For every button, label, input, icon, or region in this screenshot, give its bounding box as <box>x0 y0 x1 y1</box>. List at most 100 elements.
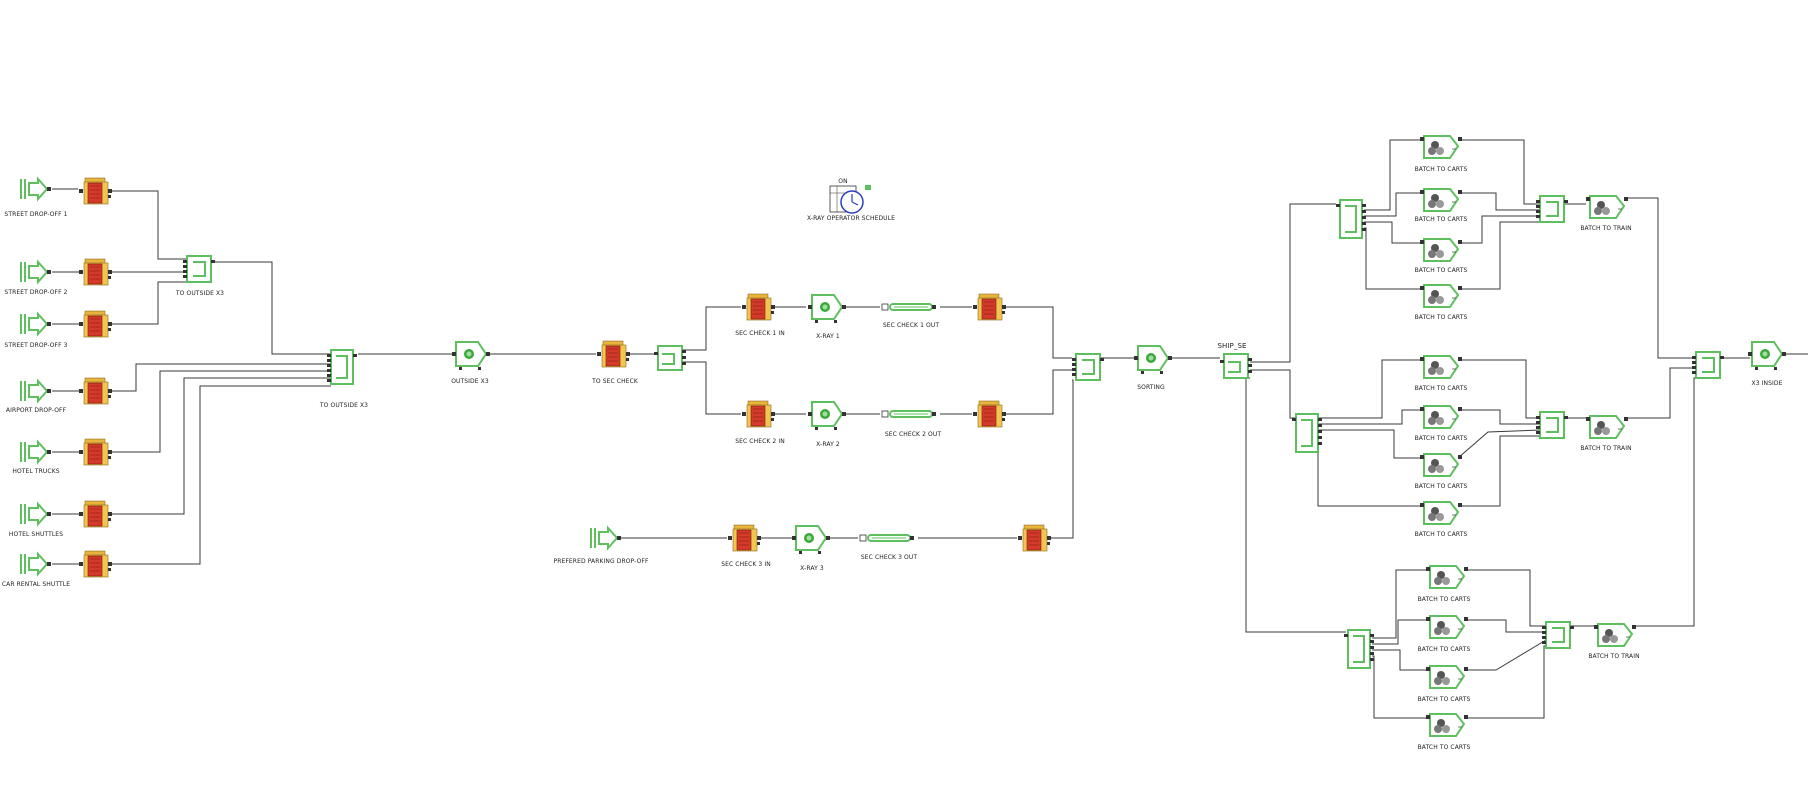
merge-block[interactable] <box>1541 621 1575 649</box>
batch-label: BATCH TO CARTS <box>1414 531 1468 538</box>
activity-block[interactable] <box>1133 345 1173 375</box>
schedule-state: ON <box>838 178 848 185</box>
splitter-block[interactable] <box>1219 353 1253 379</box>
activity-label: X-RAY 1 <box>816 333 840 340</box>
conveyor-block[interactable] <box>859 534 915 542</box>
batch-block[interactable] <box>1419 238 1463 262</box>
source-block[interactable] <box>19 503 52 525</box>
activity-label: SORTING <box>1137 384 1165 391</box>
queue-label: TO SEC CHECK <box>592 378 638 385</box>
queue-block[interactable] <box>741 293 776 321</box>
source-label: STREET DROP-OFF 3 <box>4 342 68 349</box>
source-block[interactable] <box>19 553 52 575</box>
batch-block[interactable] <box>1585 415 1629 439</box>
train-label: BATCH TO TRAIN <box>1580 225 1632 232</box>
merge-block[interactable] <box>1691 351 1725 379</box>
batch-label: BATCH TO CARTS <box>1417 744 1471 751</box>
batch-block[interactable] <box>1419 135 1463 159</box>
activity-block[interactable] <box>807 294 847 324</box>
queue-block[interactable] <box>78 550 113 578</box>
source-label: HOTEL TRUCKS <box>12 468 60 475</box>
merge-block[interactable] <box>326 349 358 385</box>
merge-label: TO OUTSIDE X3 <box>175 290 225 297</box>
queue-block[interactable] <box>78 500 113 528</box>
queue-label: SEC CHECK 3 IN <box>721 561 771 568</box>
source-block[interactable] <box>19 380 52 402</box>
batch-label: BATCH TO CARTS <box>1414 385 1468 392</box>
activity-block[interactable] <box>791 525 831 555</box>
source-block[interactable] <box>19 441 52 463</box>
schedule-label: X-RAY OPERATOR SCHEDULE <box>806 215 896 222</box>
batch-block[interactable] <box>1419 501 1463 525</box>
queue-block[interactable] <box>727 524 762 552</box>
source-block[interactable] <box>19 178 52 200</box>
source-block[interactable] <box>19 261 52 283</box>
splitter-block[interactable] <box>653 345 687 371</box>
splitter-block[interactable] <box>1291 413 1323 453</box>
batch-block[interactable] <box>1419 355 1463 379</box>
batch-label: BATCH TO CARTS <box>1417 696 1471 703</box>
source-label: PREFERED PARKING DROP-OFF <box>553 558 649 565</box>
queue-block[interactable] <box>78 310 113 338</box>
source-label: AIRPORT DROP-OFF <box>5 407 67 414</box>
schedule-block[interactable] <box>829 185 871 214</box>
batch-label: BATCH TO CARTS <box>1414 267 1468 274</box>
batch-label: BATCH TO CARTS <box>1414 314 1468 321</box>
queue-block[interactable] <box>741 400 776 428</box>
batch-block[interactable] <box>1419 453 1463 477</box>
queue-block[interactable] <box>78 438 113 466</box>
batch-block[interactable] <box>1425 713 1469 737</box>
activity-label: X-RAY 3 <box>800 565 824 572</box>
batch-label: BATCH TO CARTS <box>1414 216 1468 223</box>
source-label: HOTEL SHUTTLES <box>8 531 64 538</box>
train-label: BATCH TO TRAIN <box>1580 445 1632 452</box>
batch-block[interactable] <box>1419 284 1463 308</box>
batch-block[interactable] <box>1419 405 1463 429</box>
batch-block[interactable] <box>1419 188 1463 212</box>
batch-label: BATCH TO CARTS <box>1414 435 1468 442</box>
merge-block[interactable] <box>1535 195 1569 223</box>
ship-label: SHIP_SE <box>1217 342 1247 350</box>
merge-block[interactable] <box>1071 353 1105 381</box>
queue-block[interactable] <box>78 258 113 286</box>
activity-label: X-RAY 2 <box>816 441 840 448</box>
source-block[interactable] <box>19 313 52 335</box>
activity-label: OUTSIDE X3 <box>451 378 489 385</box>
queue-block[interactable] <box>596 340 631 368</box>
connector-lines <box>52 139 1808 719</box>
source-label: STREET DROP-OFF 2 <box>4 289 68 296</box>
activity-block[interactable] <box>1747 341 1787 371</box>
conveyor-block[interactable] <box>881 410 937 418</box>
queue-label: SEC CHECK 2 IN <box>735 438 785 445</box>
queue-block[interactable] <box>78 377 113 405</box>
queue-block[interactable] <box>972 400 1007 428</box>
source-label: STREET DROP-OFF 1 <box>4 211 68 218</box>
batch-block[interactable] <box>1593 623 1637 647</box>
activity-label: X3 INSIDE <box>1751 380 1783 387</box>
queue-label: SEC CHECK 1 IN <box>735 330 785 337</box>
merge-label: TO OUTSIDE X3 <box>319 402 369 409</box>
merge-block[interactable] <box>1535 411 1569 439</box>
batch-block[interactable] <box>1425 565 1469 589</box>
conveyor-block[interactable] <box>881 303 937 311</box>
batch-label: BATCH TO CARTS <box>1414 483 1468 490</box>
conveyor-label: SEC CHECK 2 OUT <box>884 431 942 438</box>
queue-block[interactable] <box>972 293 1007 321</box>
activity-block[interactable] <box>451 341 491 371</box>
source-label: CAR RENTAL SHUTTLE <box>1 581 71 588</box>
queue-block[interactable] <box>78 177 113 205</box>
batch-label: BATCH TO CARTS <box>1417 596 1471 603</box>
queue-block[interactable] <box>1017 524 1052 552</box>
batch-block[interactable] <box>1425 615 1469 639</box>
splitter-block[interactable] <box>1343 629 1375 669</box>
train-label: BATCH TO TRAIN <box>1588 653 1640 660</box>
conveyor-label: SEC CHECK 3 OUT <box>860 554 918 561</box>
activity-block[interactable] <box>807 401 847 431</box>
merge-block[interactable] <box>182 255 216 283</box>
conveyor-label: SEC CHECK 1 OUT <box>882 322 940 329</box>
batch-block[interactable] <box>1425 665 1469 689</box>
splitter-block[interactable] <box>1335 199 1367 239</box>
source-block[interactable] <box>589 527 622 549</box>
batch-block[interactable] <box>1585 195 1629 219</box>
